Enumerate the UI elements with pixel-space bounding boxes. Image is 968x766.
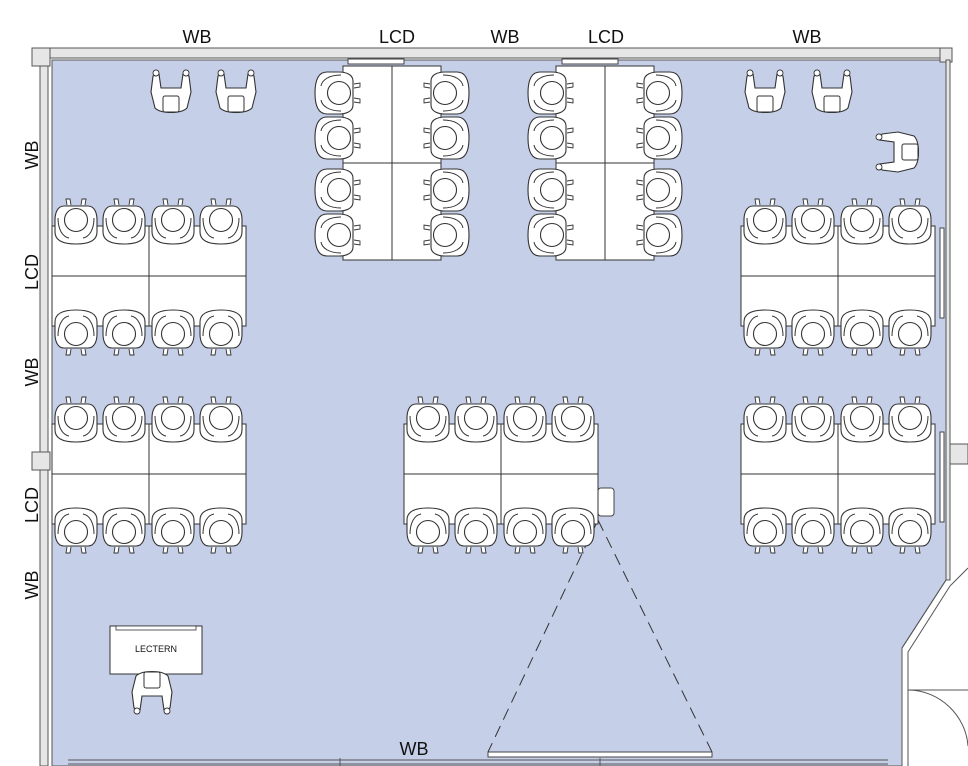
label-wb-left-middle: WB: [22, 358, 42, 387]
lectern: LECTERN: [109, 625, 203, 715]
label-wb-left-top: WB: [22, 141, 42, 170]
door: [907, 689, 968, 747]
label-lcd-top-left: LCD: [379, 27, 415, 47]
label-wb-left-bottom: WB: [22, 571, 42, 600]
bottom-whiteboard: [68, 758, 888, 766]
label-lcd-left-top: LCD: [22, 254, 42, 290]
corner-wall: [901, 567, 968, 766]
label-wb-top-center: WB: [491, 27, 520, 47]
label-wb-top-left: WB: [183, 27, 212, 47]
furniture-layer: [51, 65, 936, 554]
wall-mounted-screens: [347, 58, 945, 523]
label-lcd-left-bottom: LCD: [22, 487, 42, 523]
lectern-label: LECTERN: [135, 644, 177, 654]
label-lcd-top-right: LCD: [588, 27, 624, 47]
walls: [31, 47, 968, 766]
label-wb-top-right: WB: [793, 27, 822, 47]
projector-cone: [487, 519, 713, 753]
projector: [597, 487, 615, 517]
projector-screen: [487, 751, 713, 758]
label-wb-bottom: WB: [400, 739, 429, 759]
